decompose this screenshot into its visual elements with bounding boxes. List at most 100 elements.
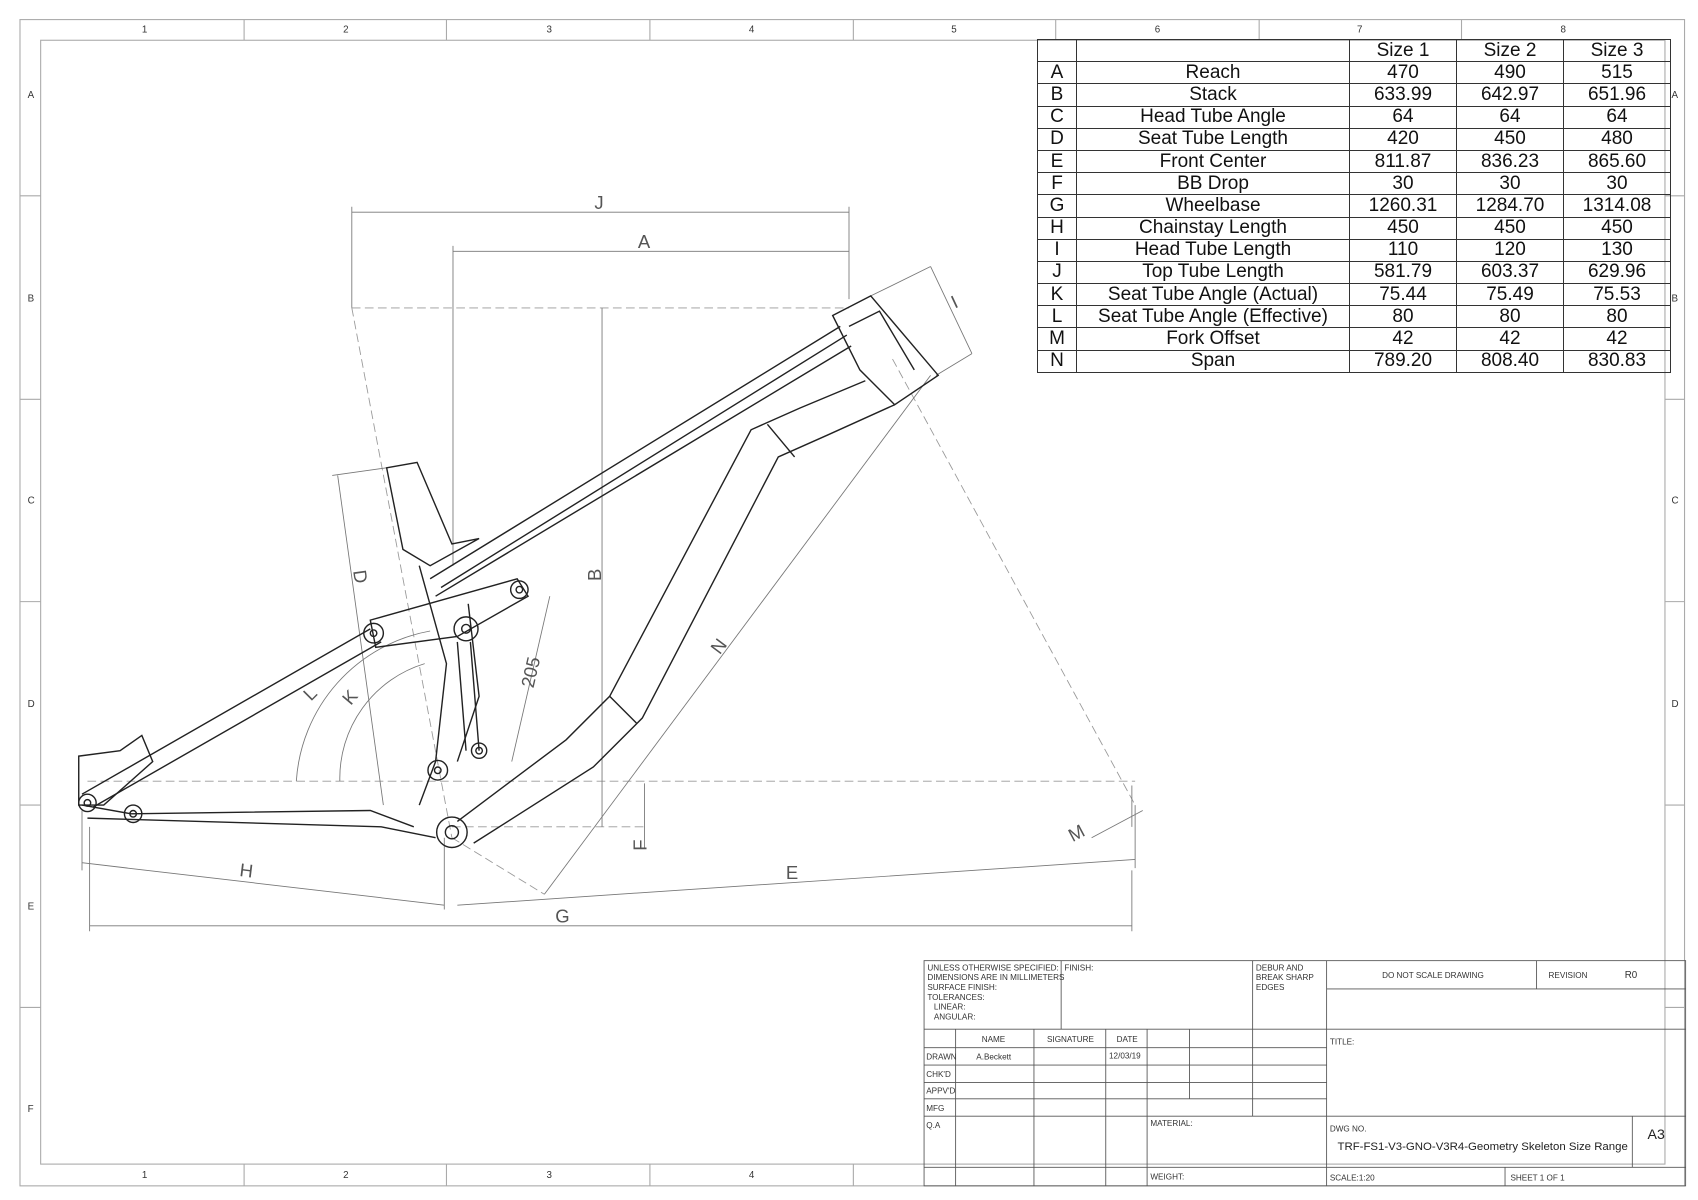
label-a: A: [638, 231, 651, 252]
dimension-key: B: [1037, 83, 1077, 107]
dimension-key: F: [1037, 172, 1077, 196]
zone-col-1-bottom: 1: [142, 1170, 147, 1181]
dimension-key: A: [1037, 61, 1077, 85]
label-m: M: [1065, 820, 1088, 846]
value-size-3: 651.96: [1563, 83, 1671, 107]
value-size-2: 120: [1456, 238, 1564, 262]
label-e: E: [786, 862, 798, 883]
dimension-labels: J A I B D K L N H E G F M 205: [239, 192, 1089, 927]
value-size-1: 581.79: [1349, 260, 1457, 285]
revision-label: REVISION: [1549, 971, 1588, 980]
label-j: J: [594, 192, 603, 213]
dimension-key: K: [1037, 283, 1077, 307]
debur-line-2: BREAK SHARP: [1256, 973, 1314, 982]
value-size-2: 836.23: [1456, 149, 1564, 174]
bottom-bracket: [435, 816, 468, 849]
zone-row-c-right: C: [1671, 496, 1678, 507]
checked-label: CHK'D: [926, 1070, 951, 1079]
value-size-3: 515: [1563, 61, 1671, 85]
sheet-number: SHEET 1 OF 1: [1510, 1173, 1565, 1182]
dimension-name: Seat Tube Angle (Actual): [1076, 283, 1350, 307]
zone-row-b: B: [28, 293, 35, 304]
label-d: D: [349, 569, 372, 585]
value-size-1: 75.44: [1349, 283, 1457, 307]
value-size-2: 1284.70: [1456, 194, 1564, 218]
dwg-number: TRF-FS1-V3-GNO-V3R4-Geometry Skeleton Si…: [1337, 1141, 1627, 1153]
qa-label: Q.A: [926, 1121, 941, 1130]
scale-label: SCALE:1:20: [1330, 1173, 1375, 1182]
zone-col-4: 4: [749, 25, 755, 36]
note-line-2: DIMENSIONS ARE IN MILLIMETERS: [927, 973, 1065, 982]
dimension-key: L: [1037, 305, 1077, 329]
header-size-1: Size 1: [1349, 38, 1457, 63]
value-size-2: 42: [1456, 327, 1564, 351]
drawn-name: A.Beckett: [976, 1053, 1012, 1062]
dimension-key: N: [1037, 349, 1077, 373]
value-size-1: 811.87: [1349, 149, 1457, 174]
top-tube: [429, 325, 852, 597]
value-size-3: 64: [1563, 105, 1671, 129]
zone-row-c: C: [28, 496, 35, 507]
bike-frame: [78, 295, 940, 849]
dimension-name: Reach: [1076, 61, 1350, 85]
col-name: NAME: [982, 1035, 1006, 1044]
debur-line-1: DEBUR AND: [1256, 963, 1304, 972]
debur-line-3: EDGES: [1256, 983, 1285, 992]
value-size-3: 830.83: [1563, 349, 1671, 373]
label-h: H: [239, 859, 255, 881]
dimension-name: Top Tube Length: [1076, 260, 1350, 285]
value-size-3: 30: [1563, 172, 1671, 196]
value-size-3: 75.53: [1563, 283, 1671, 307]
construction-lines: [87, 307, 1136, 895]
value-size-1: 420: [1349, 127, 1457, 151]
drawn-label: DRAWN: [926, 1053, 957, 1062]
label-shock-205: 205: [517, 655, 544, 690]
zone-col-8: 8: [1561, 25, 1567, 36]
zone-row-d: D: [28, 699, 35, 710]
value-size-2: 808.40: [1456, 349, 1564, 373]
dimension-key: G: [1037, 194, 1077, 218]
dwg-no-label: DWG NO.: [1330, 1124, 1367, 1133]
dimension-name: Seat Tube Length: [1076, 127, 1350, 151]
value-size-2: 64: [1456, 105, 1564, 129]
note-line-4: TOLERANCES:: [927, 993, 984, 1002]
note-line-6: ANGULAR:: [934, 1012, 976, 1021]
zone-labels: 1 2 3 4 5 6 7 8 1 2 3 4 A B C D E F A B …: [28, 25, 1679, 1182]
col-signature: SIGNATURE: [1047, 1035, 1094, 1044]
zone-col-3-bottom: 3: [547, 1170, 553, 1181]
dimension-key: J: [1037, 260, 1077, 285]
note-line-5: LINEAR:: [934, 1003, 966, 1012]
label-g: G: [555, 906, 569, 927]
head-tube: [831, 295, 940, 406]
value-size-1: 80: [1349, 305, 1457, 329]
zone-col-7: 7: [1357, 25, 1362, 36]
zone-row-a-right: A: [1671, 90, 1678, 101]
revision-value: R0: [1625, 970, 1638, 981]
value-size-1: 64: [1349, 105, 1457, 129]
zone-col-4-bottom: 4: [749, 1170, 755, 1181]
material-label: MATERIAL:: [1150, 1119, 1192, 1128]
weight-label: WEIGHT:: [1150, 1172, 1184, 1181]
finish-label: FINISH:: [1064, 963, 1093, 972]
value-size-3: 480: [1563, 127, 1671, 151]
value-size-1: 1260.31: [1349, 194, 1457, 218]
zone-row-e: E: [28, 902, 35, 913]
table-header-row: Size 1 Size 2 Size 3: [1037, 38, 1671, 63]
title-block: UNLESS OTHERWISE SPECIFIED: DIMENSIONS A…: [923, 960, 1687, 1187]
value-size-1: 30: [1349, 172, 1457, 196]
value-size-1: 633.99: [1349, 83, 1457, 107]
dimension-name: BB Drop: [1076, 172, 1350, 196]
chainstay: [81, 804, 436, 839]
outer-border: [19, 19, 1686, 1187]
rocker-link: [369, 577, 530, 649]
mfg-label: MFG: [926, 1104, 944, 1113]
dimension-name: Fork Offset: [1076, 327, 1350, 351]
